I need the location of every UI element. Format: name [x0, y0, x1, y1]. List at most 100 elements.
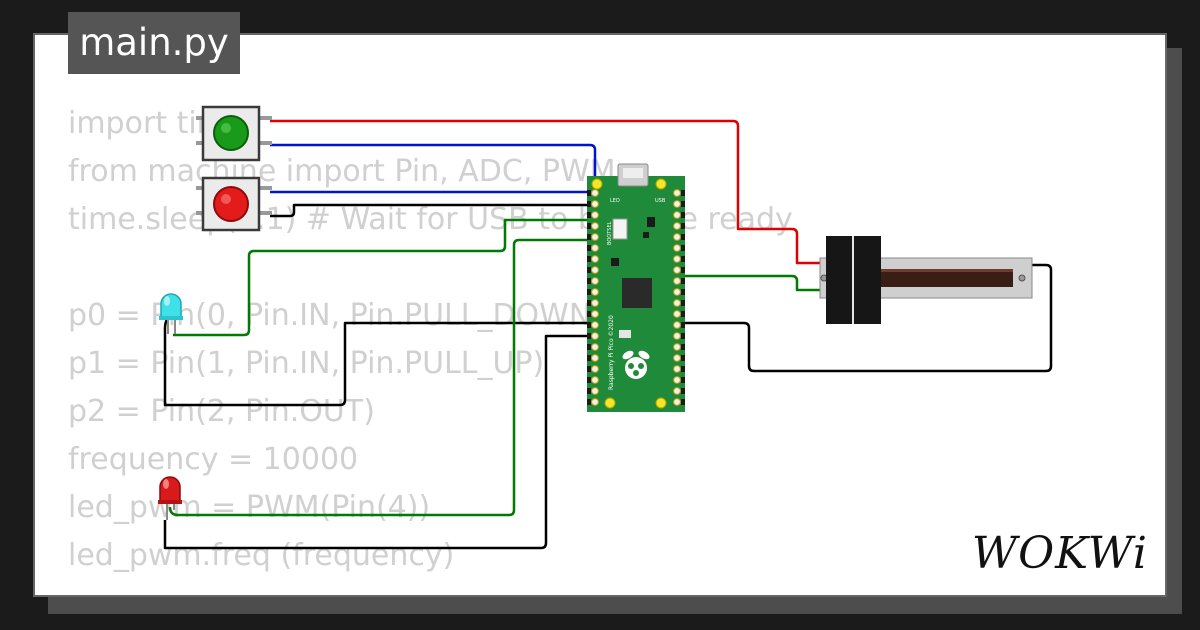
pico-name-label: Raspberry Pi Pico ©2020	[608, 315, 615, 390]
code-line: led_pwm.freq (frequency)	[68, 538, 455, 573]
wire-black-led-cyan	[163, 313, 600, 407]
wire-green-pot	[675, 274, 820, 292]
raspberry-pi-pico[interactable]: LED USB BOOTSEL Raspberry Pi Pico ©2020	[587, 163, 685, 412]
pico-led-label: LED	[610, 198, 620, 204]
pico-pin-notch	[681, 245, 685, 251]
pico-pin	[591, 376, 599, 384]
pico-pin	[673, 332, 681, 340]
pico-pin-notch	[681, 190, 685, 196]
pico-pin	[673, 387, 681, 395]
pico-pin-notch	[681, 201, 685, 207]
pico-pin	[673, 321, 681, 329]
pico-pin	[673, 354, 681, 362]
pico-pin	[673, 343, 681, 351]
wire-green-led-cyan	[173, 218, 600, 337]
pico-pin-notch	[681, 212, 685, 218]
button-green-cap[interactable]	[213, 115, 249, 151]
pico-pin	[591, 189, 599, 197]
pico-pin-notch	[681, 278, 685, 284]
pico-pin	[591, 299, 599, 307]
pico-pin-notch	[681, 223, 685, 229]
pico-pin-notch	[681, 366, 685, 372]
pico-pin	[673, 310, 681, 318]
pico-pin-notch	[681, 388, 685, 394]
pico-pin-notch	[681, 333, 685, 339]
pico-pin-notch	[587, 333, 591, 339]
pico-pin-notch	[587, 245, 591, 251]
pico-pin	[591, 233, 599, 241]
pico-pin-notch	[587, 267, 591, 273]
pico-bootsel-label: BOOTSEL	[607, 221, 613, 245]
pico-pin-notch	[681, 355, 685, 361]
code-line: p0 = Pin(0, Pin.IN, Pin.PULL_DOWN)	[68, 298, 603, 333]
pico-pin-notch	[681, 311, 685, 317]
wokwi-logo: WOKWi	[971, 528, 1148, 579]
led-red[interactable]	[158, 476, 182, 520]
pico-pin-notch	[587, 300, 591, 306]
pico-pin-notch	[681, 399, 685, 405]
pico-pin-notch	[587, 322, 591, 328]
pico-pin-notch	[681, 344, 685, 350]
pico-pin-notch	[587, 212, 591, 218]
pico-pin-notch	[681, 256, 685, 262]
pico-pin-notch	[681, 300, 685, 306]
pico-pin	[673, 376, 681, 384]
pico-pin	[673, 211, 681, 219]
pico-pin	[673, 222, 681, 230]
pico-pin-notch	[681, 234, 685, 240]
pico-pin	[591, 310, 599, 318]
pico-pin-notch	[587, 223, 591, 229]
pico-pin	[591, 398, 599, 406]
pushbutton-red[interactable]	[196, 176, 272, 232]
pico-pin-notch	[681, 289, 685, 295]
button-red-cap[interactable]	[213, 186, 249, 222]
pushbutton-green[interactable]	[196, 105, 272, 162]
bootsel-button[interactable]	[612, 218, 628, 240]
pico-pin	[673, 288, 681, 296]
pico-pin	[591, 266, 599, 274]
pico-pin	[591, 387, 599, 395]
led-cyan[interactable]	[159, 293, 183, 334]
pico-pin-row-left	[587, 189, 599, 406]
pico-pin	[673, 244, 681, 252]
pico-pin	[591, 321, 599, 329]
pico-pin-notch	[681, 322, 685, 328]
pico-pin-notch	[587, 388, 591, 394]
pico-pin-notch	[587, 201, 591, 207]
pico-pin-notch	[587, 289, 591, 295]
pico-pin	[673, 398, 681, 406]
slide-potentiometer[interactable]	[819, 236, 1033, 324]
raspberry-logo-icon	[622, 350, 650, 379]
pico-pin	[591, 343, 599, 351]
pico-pin	[673, 299, 681, 307]
rp2040-chip	[622, 278, 652, 308]
pico-pin-notch	[587, 366, 591, 372]
pico-pin	[591, 288, 599, 296]
pico-pin-notch	[681, 267, 685, 273]
pico-pin	[591, 211, 599, 219]
file-tab[interactable]: main.py	[68, 12, 240, 74]
pico-pin	[673, 255, 681, 263]
code-line: frequency = 10000	[68, 442, 359, 477]
wire-red-vcc	[270, 119, 820, 265]
pico-pin-notch	[587, 344, 591, 350]
pico-pin-notch	[587, 311, 591, 317]
wire-black-button-red	[270, 203, 600, 218]
pico-pin	[673, 277, 681, 285]
pico-pin-notch	[587, 355, 591, 361]
pico-pin-notch	[587, 256, 591, 262]
pico-pin-notch	[587, 190, 591, 196]
wire-blue-button-green	[270, 143, 600, 181]
pico-pin-notch	[587, 377, 591, 383]
pico-pin	[591, 200, 599, 208]
code-line: p2 = Pin(2, Pin.OUT)	[68, 394, 375, 429]
pico-pin	[591, 332, 599, 340]
pico-pin	[591, 365, 599, 373]
wire-black-pot	[675, 263, 1053, 373]
pico-pin	[673, 365, 681, 373]
pico-pin	[591, 255, 599, 263]
wire-black-led-red	[163, 334, 600, 550]
pico-pin	[591, 244, 599, 252]
pico-pin	[673, 266, 681, 274]
